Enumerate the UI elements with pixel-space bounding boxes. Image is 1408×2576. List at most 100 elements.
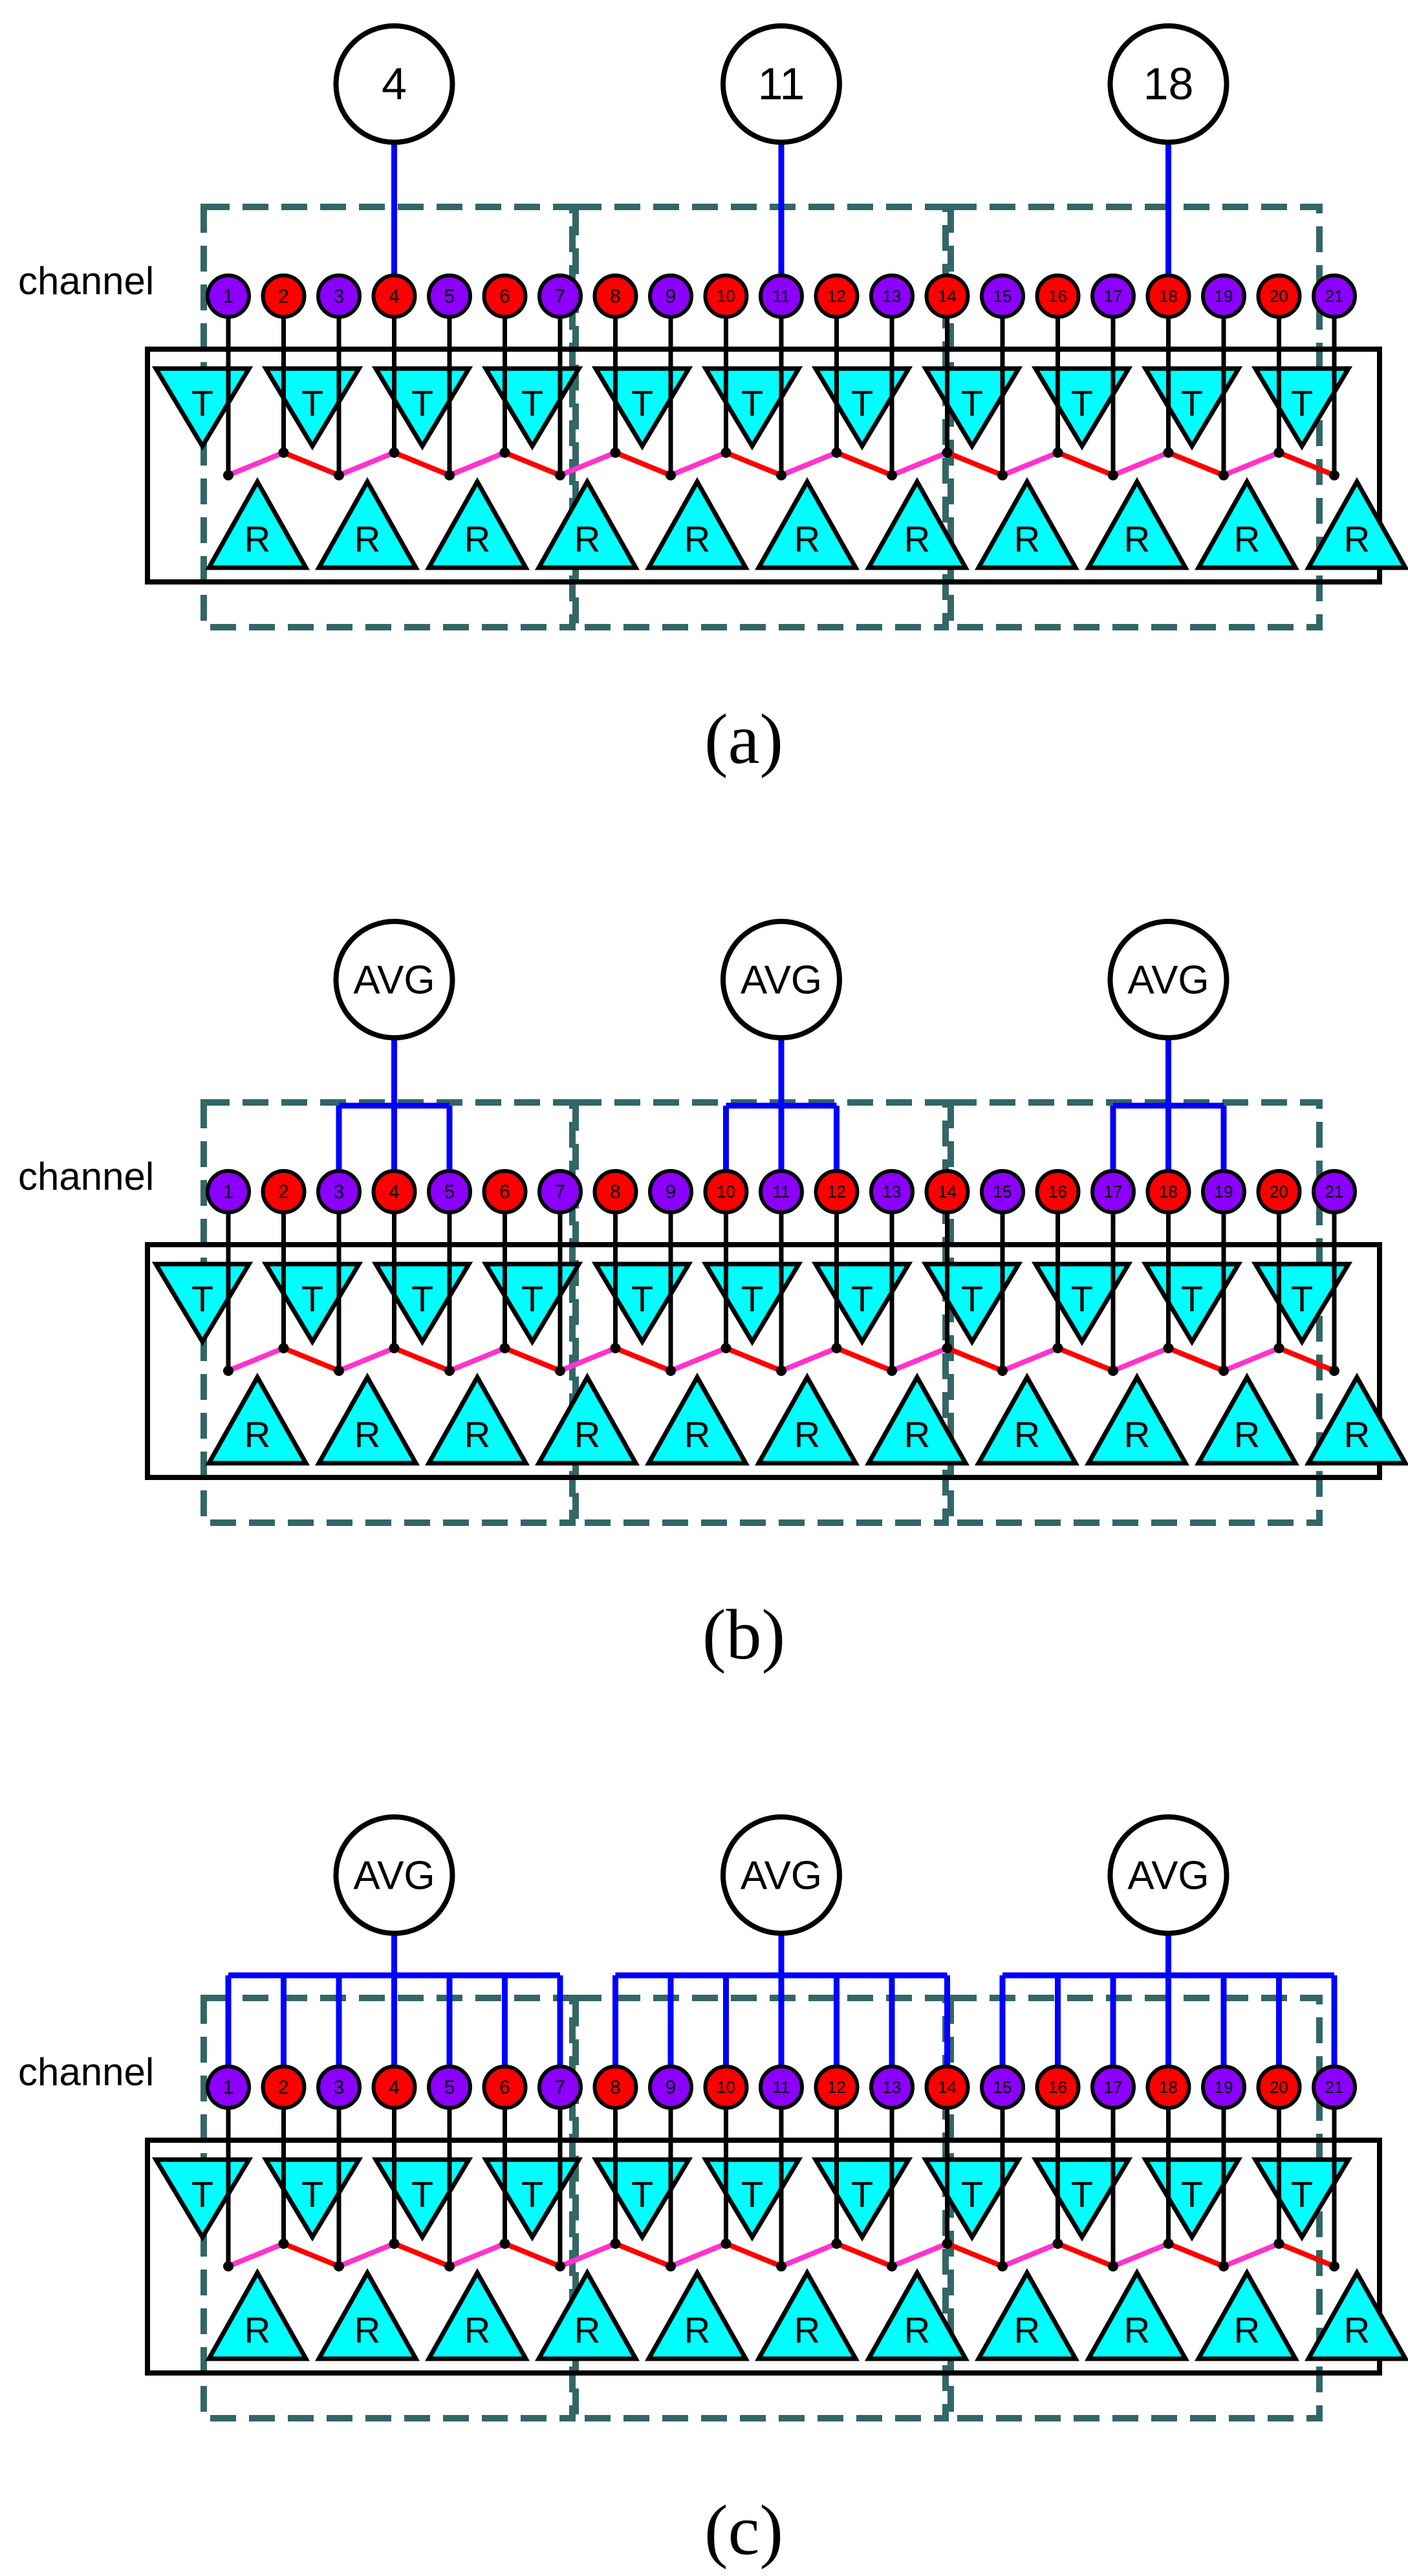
channel-number: 17 [1104,286,1123,306]
junction-dot [1218,470,1229,480]
channel-number: 7 [555,2077,566,2098]
receive-label: R [904,1414,930,1455]
junction-dot [1052,2238,1063,2249]
junction-dot [499,447,510,458]
transmit-label: T [521,383,543,424]
channel-number: 8 [610,1181,621,1203]
junction-dot [887,470,897,480]
transmit-label: T [1181,383,1203,424]
channel-5 [427,1169,472,1214]
output-node-label: 18 [1143,58,1194,109]
junction-dot [942,447,953,458]
channel-label: channel [18,1155,154,1198]
feed-segment [559,2241,617,2269]
feed-segment [227,2241,285,2269]
channel-number: 2 [278,2077,289,2098]
channel-number: 19 [1215,286,1233,306]
receive-element [1305,2268,1408,2361]
channel-number: 18 [1159,286,1178,306]
receive-element [865,2268,969,2361]
junction-dot [444,470,455,480]
junction-dot [555,470,565,480]
channel-7 [537,274,583,319]
output-node-label: 4 [382,58,407,109]
channel-19 [1201,274,1246,319]
channel-12 [814,2065,860,2110]
channel-number: 8 [610,2077,621,2098]
feed-segment [1222,2241,1281,2269]
receive-label: R [1014,1414,1040,1455]
transmit-label: T [1071,383,1093,424]
transmit-element [371,1261,473,1346]
junction-dot [831,447,842,458]
receive-label: R [1344,1414,1370,1455]
junction-dot [278,2238,289,2249]
channel-13 [869,1169,915,1214]
array-frame [145,2138,1382,2376]
transmit-label: T [961,383,983,424]
channel-7 [537,1169,583,1214]
transmit-element [151,1261,254,1346]
channel-number: 5 [444,1181,455,1203]
channel-4 [371,1169,417,1214]
receive-label: R [574,2310,600,2350]
feed-segment [503,450,561,478]
transmit-label: T [1291,383,1313,424]
transmit-label: T [961,2174,983,2215]
channel-21 [1312,274,1357,319]
panel-caption: (b) [702,1595,785,1674]
receive-label: R [244,1414,270,1455]
channel-15 [980,2065,1025,2110]
channel-5 [427,274,472,319]
junction-dot [1163,447,1174,458]
output-node-label: AVG [353,1853,435,1898]
feed-segment [669,2241,728,2269]
channel-number: 9 [666,1181,677,1203]
receive-label: R [904,519,930,559]
transmit-element [261,366,363,451]
output-node-label: 11 [758,58,805,109]
receive-label: R [684,2310,710,2350]
junction-dot [555,1366,565,1376]
junction-dot [499,1343,510,1353]
junction-dot [1273,1343,1284,1353]
junction-dot [720,1343,731,1353]
receive-label: R [794,2310,820,2350]
transmit-label: T [1291,1278,1313,1319]
channel-20 [1256,274,1302,319]
channel-12 [814,274,860,319]
feed-segment [1001,450,1059,478]
feed-segment [1222,1346,1281,1373]
feed-segment [393,450,451,478]
receive-element [1305,1372,1408,1466]
junction-dot [1052,447,1063,458]
transmit-element [701,366,803,451]
receive-element [315,1372,420,1466]
transmit-element [261,2157,363,2242]
channel-17 [1090,274,1136,319]
junction-dot [610,2238,621,2249]
transmit-label: T [191,1278,213,1319]
feed-segment [338,1346,396,1373]
receive-element [425,1372,530,1466]
channel-number: 16 [1048,2077,1067,2097]
channel-label: channel [18,259,154,303]
channel-number: 6 [499,2077,510,2098]
feed-segment [1001,2241,1059,2269]
receive-label: R [1014,519,1040,559]
channel-number: 20 [1270,2077,1288,2097]
channel-number: 8 [610,286,621,307]
junction-dot [1163,2238,1174,2249]
channel-number: 21 [1325,286,1344,306]
channel-18 [1145,1169,1191,1214]
receive-label: R [464,2310,490,2350]
feed-segment [669,1346,728,1373]
receive-label: R [244,2310,270,2350]
junction-dot [1163,1343,1174,1353]
channel-number: 21 [1325,2077,1344,2097]
transmit-element [591,2157,693,2242]
output-node [1107,919,1229,1040]
receive-label: R [464,519,490,559]
channel-number: 11 [773,286,790,306]
